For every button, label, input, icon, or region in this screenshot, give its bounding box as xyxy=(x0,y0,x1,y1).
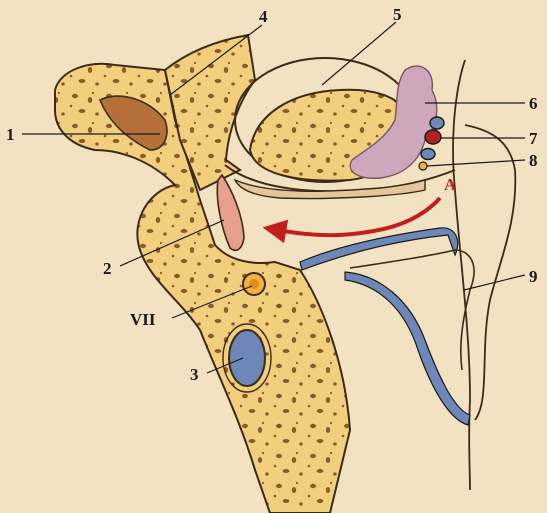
label-vii: VII xyxy=(130,310,156,329)
label-7: 7 xyxy=(529,129,538,148)
structure-7-vessel-red xyxy=(425,130,441,144)
label-1: 1 xyxy=(6,125,15,144)
label-8: 8 xyxy=(529,151,538,170)
label-a: A xyxy=(444,175,457,194)
label-3: 3 xyxy=(190,365,199,384)
structure-7-vessel-upper xyxy=(430,117,444,129)
label-6: 6 xyxy=(529,94,538,113)
label-2: 2 xyxy=(103,259,112,278)
nerve-vii-core xyxy=(249,279,259,289)
structure-8-nerve xyxy=(419,162,427,170)
label-5: 5 xyxy=(393,5,402,24)
structure-7-vessel-lower xyxy=(421,149,435,160)
label-9: 9 xyxy=(529,267,538,286)
structure-3-vessel xyxy=(229,330,265,386)
label-4: 4 xyxy=(259,7,268,26)
